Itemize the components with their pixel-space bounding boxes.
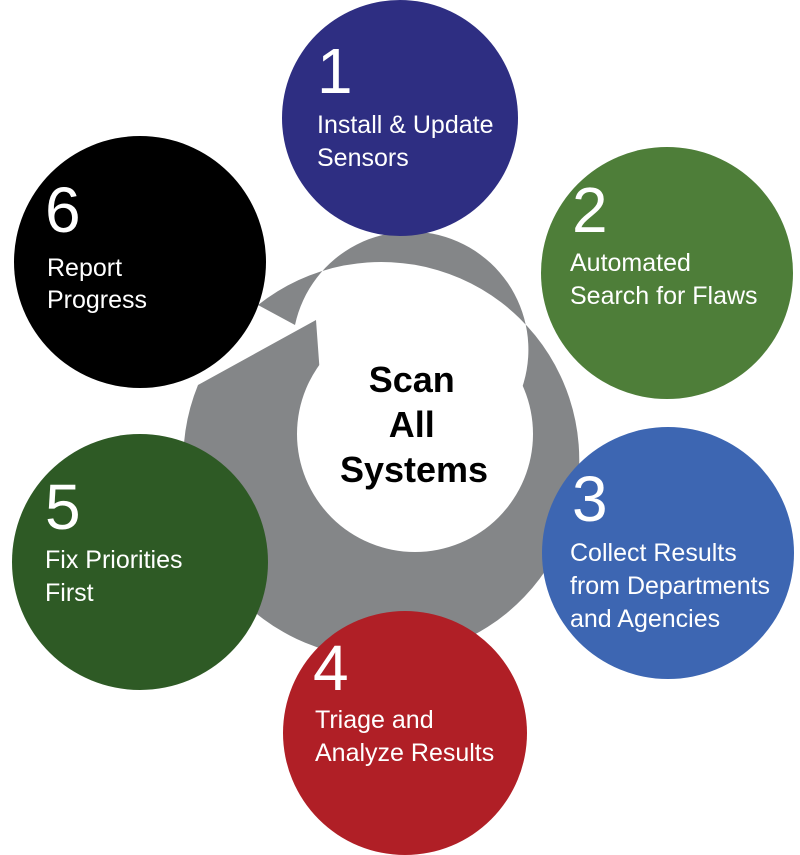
step-3-circle [542,427,794,679]
step-1: 1 Install & Update Sensors [282,0,518,236]
step-6-circle [14,136,266,388]
step-2-label-line-1: Automated [570,249,691,277]
step-4-circle [283,611,527,855]
step-1-label-line-1: Install & Update [317,111,494,139]
step-6-label-line-1: Report [47,254,122,282]
step-6: 6 Report Progress [14,136,266,388]
step-1-circle [282,0,518,236]
step-3-label-line-3: and Agencies [570,605,720,633]
step-5-label: Fix Priorities First [45,546,189,607]
step-3-number: 3 [572,463,608,535]
step-5-label-line-1: Fix Priorities [45,546,183,574]
step-6-label: Report Progress [47,254,147,314]
step-1-label: Install & Update Sensors [317,111,500,172]
step-3-label-line-1: Collect Results [570,539,737,567]
cycle-arrow [183,231,580,658]
step-6-number: 6 [45,174,81,246]
step-6-label-line-2: Progress [47,286,147,314]
step-4-label: Triage and Analyze Results [315,706,494,767]
step-2-number: 2 [572,174,608,246]
center-line-2: All [389,404,435,445]
step-5: 5 Fix Priorities First [12,434,268,690]
step-2-label-line-2: Search for Flaws [570,282,758,310]
step-2-circle [541,147,793,399]
step-4-label-line-2: Analyze Results [315,739,494,767]
step-4-label-line-1: Triage and [315,706,434,734]
center-line-3: Systems [340,449,488,490]
step-3-label-line-2: from Departments [570,572,770,600]
step-3: 3 Collect Results from Departments and A… [542,427,794,679]
step-5-circle [12,434,268,690]
step-1-label-line-2: Sensors [317,144,409,172]
step-4: 4 Triage and Analyze Results [283,611,527,855]
step-1-number: 1 [317,35,353,107]
center-circle [297,316,533,552]
center-line-1: Scan [369,359,455,400]
step-5-number: 5 [45,471,81,543]
step-2-label: Automated Search for Flaws [570,249,758,310]
step-5-label-line-2: First [45,579,94,607]
step-3-label: Collect Results from Departments and Age… [570,539,777,633]
step-2: 2 Automated Search for Flaws [541,147,793,399]
step-4-number: 4 [313,632,349,704]
center-title: Scan All Systems [340,359,488,490]
